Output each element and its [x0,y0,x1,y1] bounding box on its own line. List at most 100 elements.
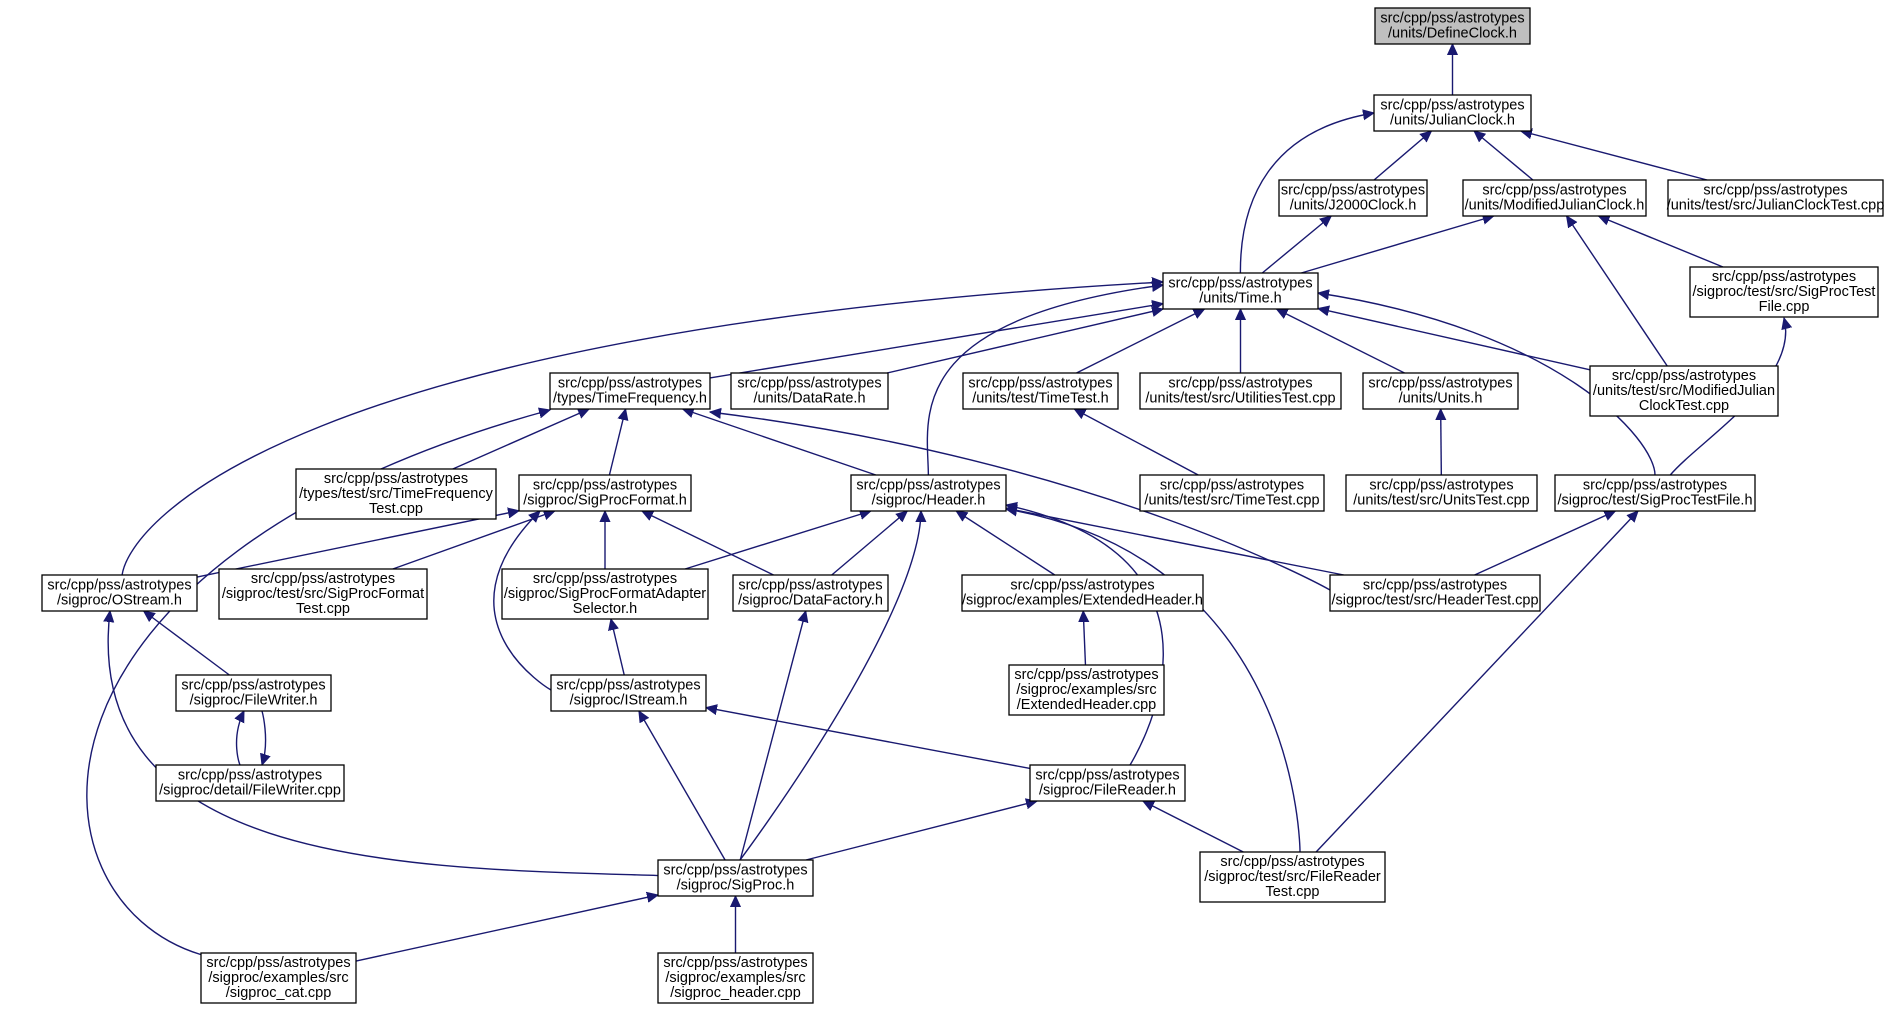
node-label-line: src/cpp/pss/astrotypes [1160,478,1304,494]
node-box[interactable] [732,574,889,612]
dependency-edges [86,44,1786,962]
file-node[interactable]: src/cpp/pss/astrotypes/units/DataRate.h [730,372,889,410]
node-label-line: /sigproc_cat.cpp [226,985,332,1001]
file-node[interactable]: src/cpp/pss/astrotypes/sigproc/FileReade… [1029,764,1186,802]
file-node[interactable]: src/cpp/pss/astrotypes/sigproc/test/src/… [1689,266,1879,318]
file-node[interactable]: src/cpp/pss/astrotypes/units/test/src/Ju… [1667,179,1885,217]
node-label-line: /units/test/TimeTest.h [972,391,1108,407]
node-box[interactable] [1667,179,1884,217]
file-node[interactable]: src/cpp/pss/astrotypes/sigproc/DataFacto… [732,574,889,612]
node-label-line: /units/Time.h [1199,291,1281,307]
node-label-line: src/cpp/pss/astrotypes [324,471,468,487]
node-box[interactable] [1345,474,1538,512]
file-node[interactable]: src/cpp/pss/astrotypes/units/Units.h [1362,372,1519,410]
dependency-edge [121,282,1163,576]
file-node[interactable]: src/cpp/pss/astrotypes/sigproc/test/src/… [218,568,428,620]
file-node[interactable]: src/cpp/pss/astrotypes/sigproc/examples/… [1008,664,1165,716]
node-box[interactable] [200,952,357,1004]
dependency-edge [1567,216,1668,367]
dependency-edge [1076,308,1205,374]
file-node[interactable]: src/cpp/pss/astrotypes/sigproc/test/SigP… [1554,474,1756,512]
node-box[interactable] [1162,272,1319,310]
node-box[interactable] [1689,266,1879,318]
node-box[interactable] [1008,664,1165,716]
file-node[interactable]: src/cpp/pss/astrotypes/units/JulianClock… [1373,94,1532,132]
dependency-edge [709,304,1163,379]
node-label-line: src/cpp/pss/astrotypes [1482,183,1626,199]
node-label-line: /sigproc/test/src/HeaderTest.cpp [1331,593,1538,609]
dependency-edge [355,895,658,962]
node-box[interactable] [1362,372,1519,410]
file-node[interactable]: src/cpp/pss/astrotypes/units/DefineClock… [1374,7,1531,45]
file-node[interactable]: src/cpp/pss/astrotypes/units/ModifiedJul… [1462,179,1647,217]
root-node-box[interactable] [1374,7,1531,45]
file-node[interactable]: src/cpp/pss/astrotypes/units/J2000Clock.… [1278,179,1428,217]
node-box[interactable] [657,952,814,1004]
file-node[interactable]: src/cpp/pss/astrotypes/sigproc/IStream.h [550,674,707,712]
node-box[interactable] [730,372,889,410]
node-box[interactable] [1139,474,1325,512]
node-box[interactable] [295,468,497,520]
node-box[interactable] [1589,365,1779,417]
file-node[interactable]: src/cpp/pss/astrotypes/sigproc/examples/… [961,574,1204,612]
file-node[interactable]: src/cpp/pss/astrotypes/sigproc/OStream.h [41,574,198,612]
node-label-line: src/cpp/pss/astrotypes [737,376,881,392]
node-box[interactable] [850,474,1007,512]
node-box[interactable] [1199,851,1386,903]
dependency-edge [739,511,921,861]
node-box[interactable] [1329,574,1541,612]
dependency-edge [706,708,1031,770]
node-box[interactable] [1554,474,1756,512]
dependency-edge [926,285,1163,476]
dependency-edge [638,711,726,861]
file-nodes: src/cpp/pss/astrotypes/units/DefineClock… [41,7,1885,1004]
file-node[interactable]: src/cpp/pss/astrotypes/sigproc/Header.h [850,474,1007,512]
node-label-line: src/cpp/pss/astrotypes [663,955,807,971]
node-box[interactable] [1278,179,1428,217]
file-node[interactable]: src/cpp/pss/astrotypes/units/test/src/Ti… [1139,474,1325,512]
file-node[interactable]: src/cpp/pss/astrotypes/sigproc/FileWrite… [175,674,332,712]
file-node[interactable]: src/cpp/pss/astrotypes/sigproc/test/src/… [1199,851,1386,903]
dependency-edge [1006,505,1164,766]
node-box[interactable] [155,764,345,802]
node-box[interactable] [657,859,814,897]
node-box[interactable] [1029,764,1186,802]
node-label-line: Selector.h [573,601,638,617]
node-label-line: src/cpp/pss/astrotypes [738,578,882,594]
file-node[interactable]: src/cpp/pss/astrotypes/sigproc/detail/Fi… [155,764,345,802]
file-node[interactable]: src/cpp/pss/astrotypes/units/test/src/Mo… [1589,365,1779,417]
file-node[interactable]: src/cpp/pss/astrotypes/sigproc/SigProc.h [657,859,814,897]
node-label-line: src/cpp/pss/astrotypes [251,571,395,587]
node-box[interactable] [518,474,692,512]
node-label-line: /sigproc/detail/FileWriter.cpp [159,783,341,799]
node-box[interactable] [175,674,332,712]
file-node[interactable]: src/cpp/pss/astrotypes/sigproc/examples/… [657,952,814,1004]
node-box[interactable] [1139,372,1342,410]
node-label-line: /sigproc/SigProc.h [677,878,795,894]
file-node[interactable]: src/cpp/pss/astrotypes/units/test/src/Ut… [1139,372,1342,410]
file-node[interactable]: src/cpp/pss/astrotypes/types/test/src/Ti… [295,468,497,520]
node-label-line: /units/test/src/ModifiedJulian [1593,383,1775,399]
file-node[interactable]: src/cpp/pss/astrotypes/types/TimeFrequen… [549,372,711,410]
file-node[interactable]: src/cpp/pss/astrotypes/sigproc/examples/… [200,952,357,1004]
node-label-line: src/cpp/pss/astrotypes [1168,376,1312,392]
file-node[interactable]: src/cpp/pss/astrotypes/units/test/src/Un… [1345,474,1538,512]
node-box[interactable] [218,568,428,620]
node-box[interactable] [962,372,1119,410]
file-node[interactable]: src/cpp/pss/astrotypes/sigproc/SigProcFo… [518,474,692,512]
node-box[interactable] [41,574,198,612]
node-box[interactable] [549,372,711,410]
file-node[interactable]: src/cpp/pss/astrotypes/sigproc/test/src/… [1329,574,1541,612]
file-node[interactable]: src/cpp/pss/astrotypes/units/test/TimeTe… [962,372,1119,410]
dependency-edge [1006,508,1344,576]
node-label-line: /types/TimeFrequency.h [553,391,707,407]
node-label-line: src/cpp/pss/astrotypes [1363,578,1507,594]
file-node[interactable]: src/cpp/pss/astrotypes/units/Time.h [1162,272,1319,310]
node-box[interactable] [550,674,707,712]
node-box[interactable] [1462,179,1647,217]
node-box[interactable] [501,568,709,620]
node-box[interactable] [961,574,1204,612]
file-node[interactable]: src/cpp/pss/astrotypes/sigproc/SigProcFo… [501,568,709,620]
node-box[interactable] [1373,94,1532,132]
node-label-line: Test.cpp [1266,884,1320,900]
